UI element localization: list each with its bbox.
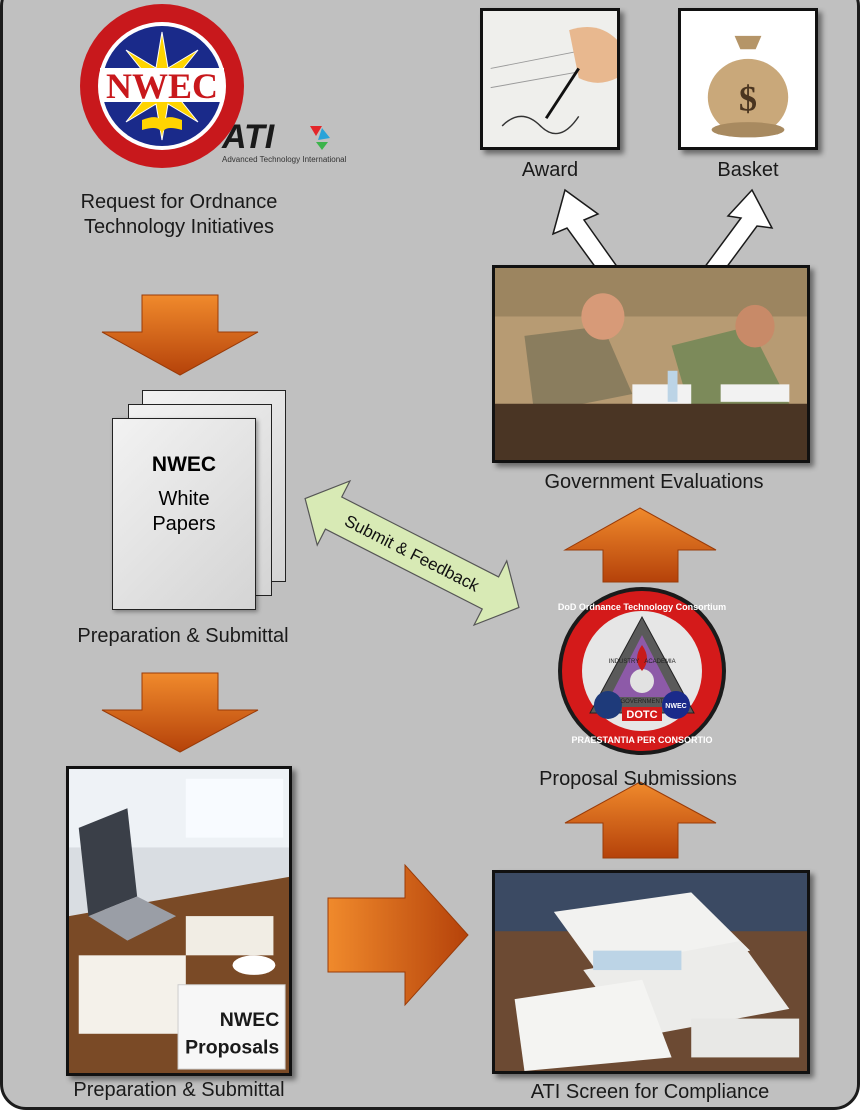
arrow-screen-to-submissions	[564, 781, 717, 859]
request-caption-line2: Technology Initiatives	[83, 216, 275, 238]
white-papers-title: NWEC	[151, 453, 217, 476]
dotc-seal: DoD Ordnance Technology Consortium PRAES…	[558, 587, 726, 755]
arrow-request-to-whitepapers	[101, 294, 259, 376]
proposals-caption: Preparation & Submittal	[73, 1079, 285, 1101]
arrow-submissions-to-evaluations	[563, 507, 717, 583]
request-caption: Request for Ordnance Technology Initiati…	[54, 190, 304, 240]
dotc-label-academia: ACADEMIA	[644, 659, 675, 665]
arrow-evaluations-to-award	[551, 188, 620, 269]
evaluations-photo	[492, 265, 810, 463]
basket-symbol: $	[739, 79, 757, 119]
ati-screen-photo	[492, 870, 810, 1074]
white-papers-line1: White	[158, 488, 210, 510]
ati-screen-caption: ATI Screen for Compliance	[530, 1081, 770, 1103]
dotc-ring-top: DoD Ordnance Technology Consortium	[558, 602, 726, 612]
basket-caption: Basket	[717, 159, 779, 181]
ati-logo: ATI Advanced Technology International	[221, 118, 347, 164]
white-papers-caption: Preparation & Submittal	[77, 625, 289, 647]
ati-logo-text: ATI	[221, 118, 276, 156]
basket-photo: $	[678, 8, 818, 150]
white-papers-line2: Papers	[152, 513, 216, 535]
arrow-proposals-to-ati-screen	[327, 863, 469, 1007]
arrow-evaluations-to-basket	[702, 188, 774, 269]
dotc-label-industry: INDUSTRY	[609, 659, 640, 665]
arrow-whitepapers-to-proposals	[101, 672, 259, 753]
proposals-line2: Proposals	[185, 1036, 279, 1058]
dotc-caption: Proposal Submissions	[539, 768, 737, 790]
award-photo	[480, 8, 620, 150]
white-paper-front: NWEC White Papers	[112, 418, 256, 610]
nwec-logo-text: NWEC	[106, 66, 218, 106]
dotc-label-government: GOVERNMENT	[620, 699, 663, 705]
ati-logo-subtext: Advanced Technology International	[222, 155, 347, 164]
dotc-ring-bottom: PRAESTANTIA PER CONSORTIO	[571, 735, 712, 745]
submit-feedback-label: Submit & Feedback	[341, 511, 482, 596]
proposals-photo: NWEC Proposals	[66, 766, 292, 1076]
request-caption-line1: Request for Ordnance	[80, 191, 278, 213]
dotc-label-nwec: NWEC	[665, 703, 686, 710]
award-caption: Award	[521, 159, 579, 181]
nwec-logo: NWEC	[80, 4, 244, 168]
proposals-line1: NWEC	[220, 1009, 279, 1031]
dotc-label-dotc: DOTC	[626, 709, 657, 721]
evaluations-caption: Government Evaluations	[544, 471, 764, 493]
